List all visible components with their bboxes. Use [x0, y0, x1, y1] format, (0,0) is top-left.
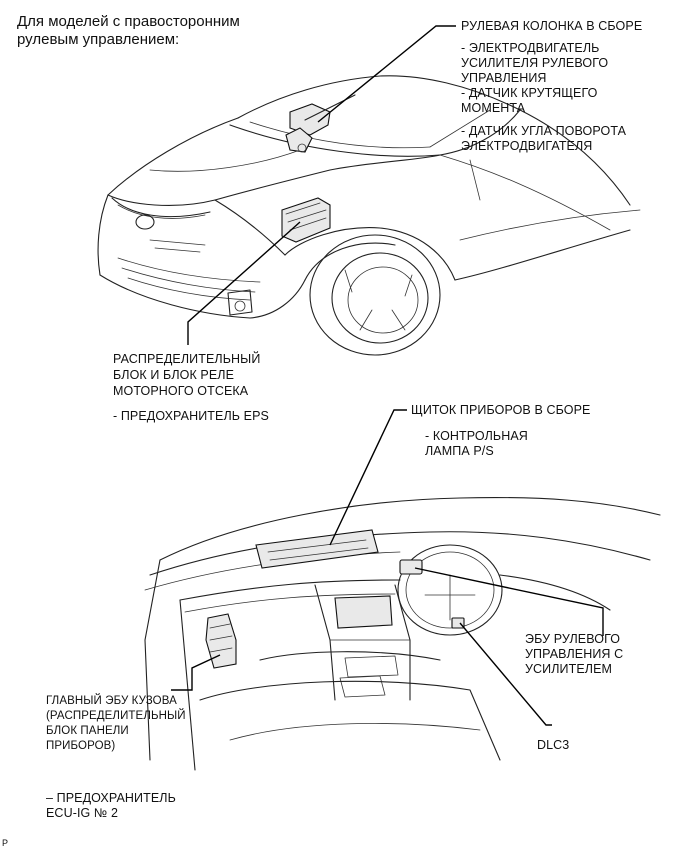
steering-column-item-torque-line-1: - ДАТЧИК КРУТЯЩЕГО: [461, 86, 598, 100]
steering-column-item-angle-line-1: - ДАТЧИК УГЛА ПОВОРОТА: [461, 124, 627, 138]
steering-column-title: РУЛЕВАЯ КОЛОНКА В СБОРЕ: [461, 19, 643, 33]
eps-ecu-line-1: ЭБУ РУЛЕВОГО: [525, 632, 621, 646]
ecu-ig-fuse-line-2: ECU-IG № 2: [46, 806, 119, 820]
leader-main-body-ecu: [171, 654, 221, 691]
steering-column-item-torque-line-2: МОМЕНТА: [461, 101, 526, 115]
leader-lines: [171, 25, 604, 726]
eps-ecu-line-2: УПРАВЛЕНИЯ С: [525, 647, 624, 661]
leader-engine-relay-block: [187, 221, 301, 345]
ecu-ig-fuse-line-1: – ПРЕДОХРАНИТЕЛЬ: [46, 791, 176, 805]
steering-column-item-motor-line-1: - ЭЛЕКТРОДВИГАТЕЛЬ: [461, 41, 600, 55]
leader-steering-column: [317, 25, 456, 123]
corner-mark: P: [2, 838, 9, 848]
leader-combination-meter: [329, 409, 407, 546]
dlc3-label: DLC3: [537, 738, 570, 752]
combination-meter-title: ЩИТОК ПРИБОРОВ В СБОРЕ: [411, 403, 591, 417]
main-body-ecu-line-1: ГЛАВНЫЙ ЭБУ КУЗОВА: [46, 695, 177, 707]
steering-column-item-motor-line-2: УСИЛИТЕЛЯ РУЛЕВОГО: [461, 56, 609, 70]
steering-column-item-angle-line-2: ЭЛЕКТРОДВИГАТЕЛЯ: [461, 139, 593, 153]
main-body-ecu-line-2: (РАСПРЕДЕЛИТЕЛЬНЫЙ: [46, 710, 186, 722]
eps-ecu-line-3: УСИЛИТЕЛЕМ: [525, 662, 613, 676]
combination-meter-item-line-1: - КОНТРОЛЬНАЯ: [425, 429, 528, 443]
heading-line-1: Для моделей с правосторонним: [17, 13, 240, 30]
main-body-ecu-line-4: ПРИБОРОВ): [46, 740, 116, 752]
engine-relay-block-line-3: МОТОРНОГО ОТСЕКА: [113, 384, 249, 398]
heading-line-2: рулевым управлением:: [17, 31, 180, 48]
dashboard-illustration: [144, 496, 661, 771]
combination-meter-item-line-2: ЛАМПА P/S: [425, 444, 494, 458]
main-body-ecu-line-3: БЛОК ПАНЕЛИ: [46, 725, 129, 737]
engine-relay-block-line-2: БЛОК И БЛОК РЕЛЕ: [113, 368, 235, 382]
engine-relay-block-fuse: - ПРЕДОХРАНИТЕЛЬ EPS: [113, 409, 269, 423]
car-illustration: [97, 75, 641, 356]
steering-column-item-motor-line-3: УПРАВЛЕНИЯ: [461, 71, 547, 85]
engine-relay-block-line-1: РАСПРЕДЕЛИТЕЛЬНЫЙ: [113, 352, 261, 366]
leader-dlc3: [459, 622, 552, 726]
leader-eps-ecu: [414, 567, 604, 636]
